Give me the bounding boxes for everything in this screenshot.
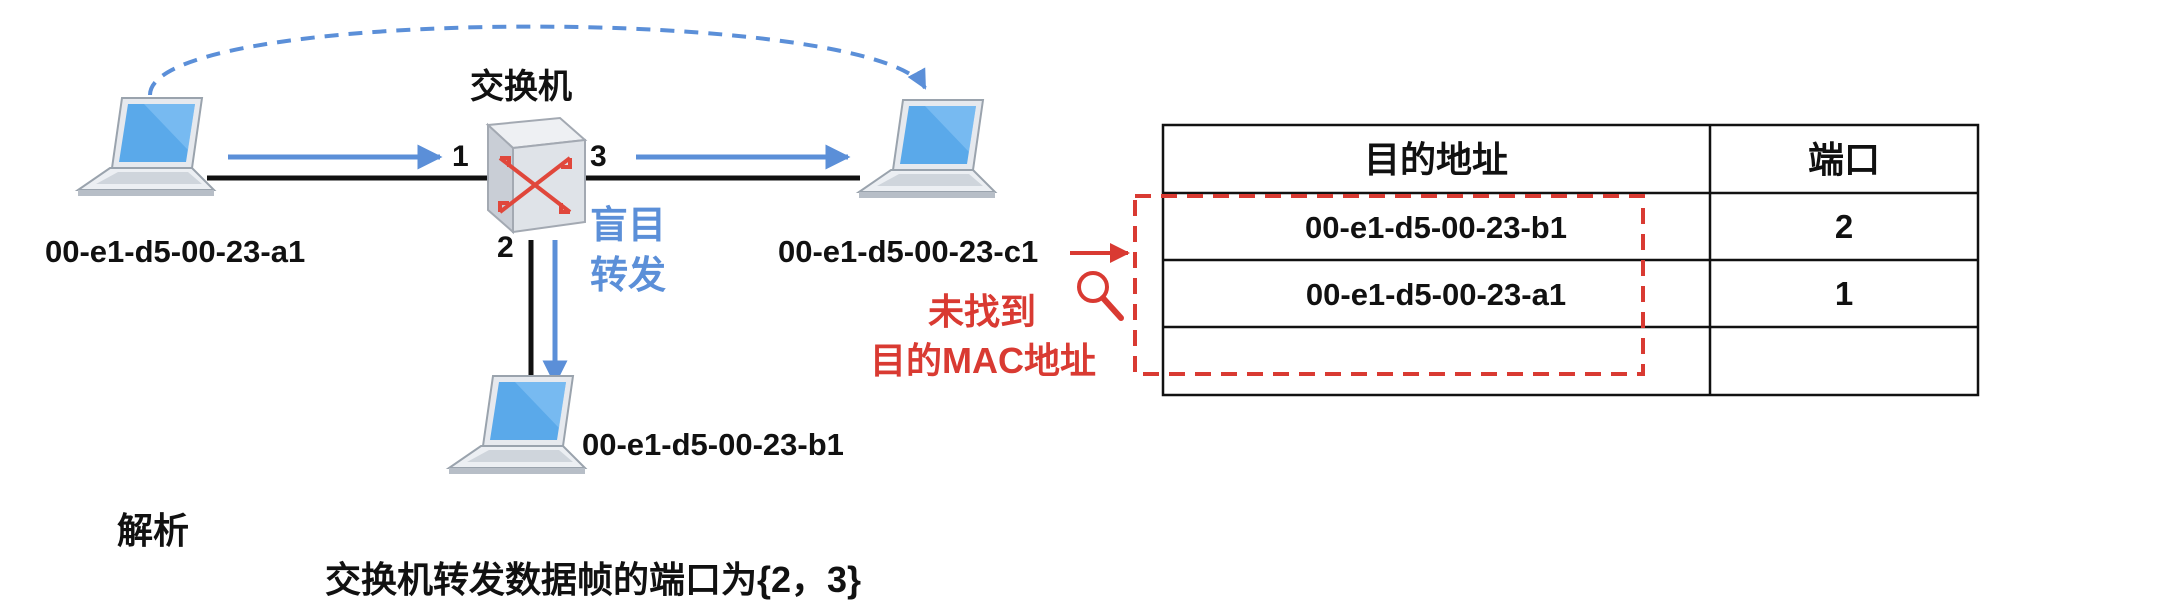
laptop-b-icon xyxy=(448,375,586,475)
analysis-text: 交换机转发数据帧的端口为{2，3} xyxy=(325,559,861,600)
flood-label-line1: 盲目 xyxy=(590,204,666,247)
table-row-1-port: 2 xyxy=(1835,208,1853,245)
port-3-label: 3 xyxy=(590,140,607,173)
table-row-2-mac: 00-e1-d5-00-23-a1 xyxy=(1306,277,1566,312)
switch-icon xyxy=(485,116,588,235)
not-found-line2: 目的MAC地址 xyxy=(870,340,1096,381)
table-header-port: 端口 xyxy=(1808,139,1880,180)
switch-label: 交换机 xyxy=(470,67,572,106)
host-c-mac: 00-e1-d5-00-23-c1 xyxy=(778,234,1038,269)
flow-arrows xyxy=(148,24,927,386)
laptop-c-icon xyxy=(858,99,996,199)
host-b-mac: 00-e1-d5-00-23-b1 xyxy=(582,427,844,462)
host-a-mac: 00-e1-d5-00-23-a1 xyxy=(45,234,305,269)
port-1-label: 1 xyxy=(452,140,469,173)
flood-label-line2: 转发 xyxy=(590,255,666,297)
table-row-1-mac: 00-e1-d5-00-23-b1 xyxy=(1305,210,1567,245)
port-2-label: 2 xyxy=(497,231,514,264)
table-header-dest: 目的地址 xyxy=(1364,139,1508,180)
highlight-dashed-box xyxy=(1133,194,1645,376)
not-found-line1: 未找到 xyxy=(928,291,1036,332)
magnifier-icon xyxy=(1077,271,1124,321)
table-row-2-port: 1 xyxy=(1835,275,1853,312)
analysis-title: 解析 xyxy=(117,510,189,551)
dashed-arc-arrow xyxy=(148,24,927,96)
laptop-a-icon xyxy=(77,97,215,197)
mac-table: 目的地址 端口 00-e1-d5-00-23-b1 2 00-e1-d5-00-… xyxy=(1161,123,1980,397)
